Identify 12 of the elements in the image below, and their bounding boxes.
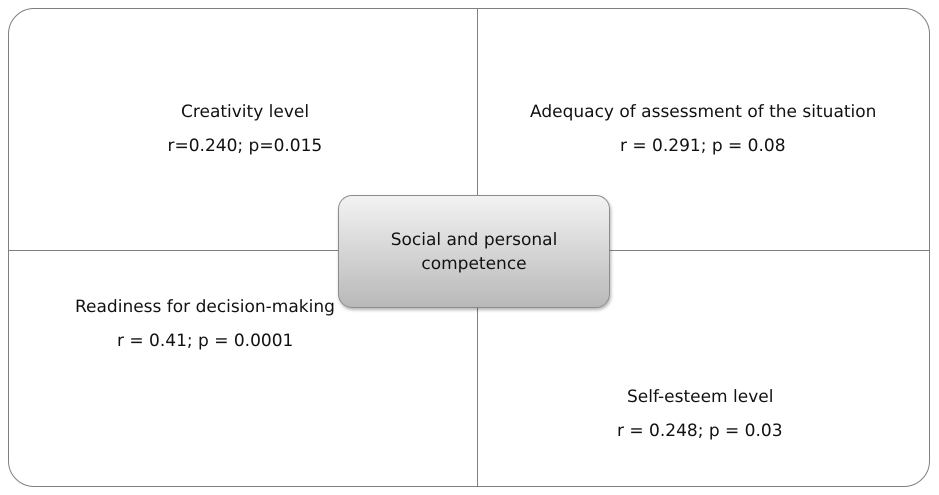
quadrant-title: Readiness for decision-making xyxy=(75,296,335,319)
correlation-value: r=0.240; p=0.015 xyxy=(168,135,322,158)
center-box xyxy=(338,195,610,308)
quadrant-title: Creativity level xyxy=(181,101,310,124)
quadrant-title: Adequacy of assessment of the situation xyxy=(530,101,876,124)
quadrant-panel xyxy=(8,8,478,251)
correlation-value: r = 0.248; p = 0.03 xyxy=(617,420,783,443)
center-label: Social and personal competence xyxy=(390,228,558,276)
quadrant-panel xyxy=(477,8,930,251)
correlation-value: r = 0.291; p = 0.08 xyxy=(620,135,786,158)
quadrant-title: Self-esteem level xyxy=(627,386,774,409)
correlation-value: r = 0.41; p = 0.0001 xyxy=(117,330,294,353)
